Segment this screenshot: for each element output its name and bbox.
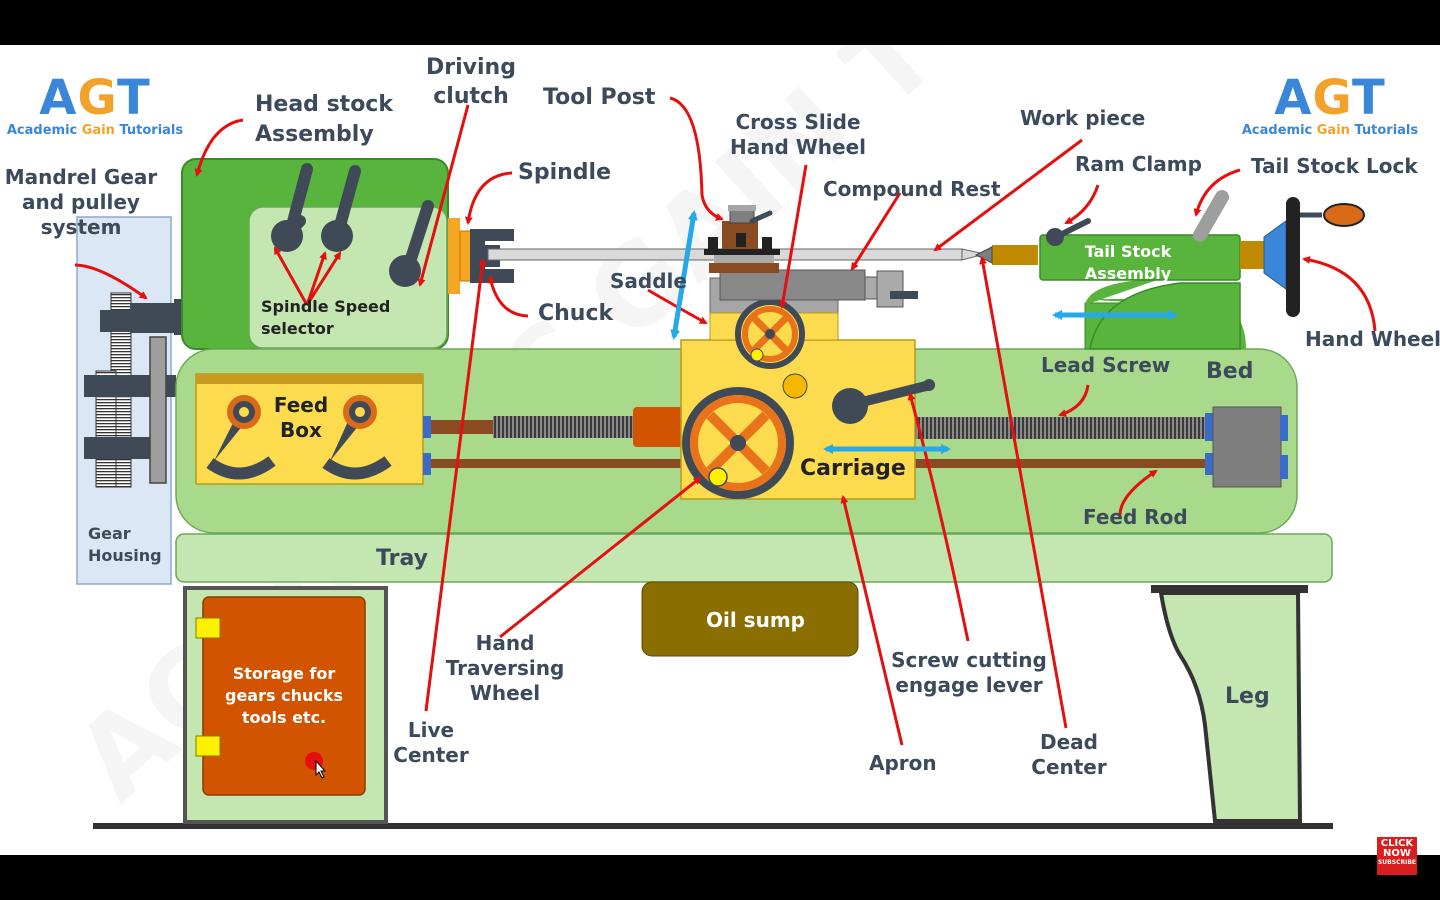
arrow-tool-post <box>669 96 724 221</box>
saddle-motion-arrow <box>670 210 698 340</box>
label-chuck: Chuck <box>538 301 614 326</box>
agt-logo-right: AGT Academic Gain Tutorials <box>1240 73 1420 138</box>
label-tool-post: Tool Post <box>543 85 656 110</box>
hinge-bottom <box>195 735 221 757</box>
spindle-nose <box>448 218 460 294</box>
oil-sump <box>641 581 859 657</box>
arrow-mandrel <box>74 263 148 300</box>
subscribe-line1: CLICK <box>1380 838 1414 849</box>
arrow-speed-3 <box>305 251 342 306</box>
agt-logo-text: AGT <box>39 70 151 126</box>
leg <box>1158 591 1303 823</box>
label-feed-rod: Feed Rod <box>1083 505 1188 529</box>
tool-post-assembly <box>704 205 780 273</box>
arrow-dead-center <box>979 256 1068 729</box>
feed-box-lever-2 <box>322 395 392 480</box>
agt-tagline: Academic Gain Tutorials <box>6 123 184 138</box>
arrow-speed-1 <box>273 246 309 306</box>
lead-screw-bracket <box>1212 406 1282 488</box>
agt-logo-left: AGT Academic Gain Tutorials <box>5 73 185 138</box>
arrow-chuck <box>487 275 529 318</box>
lathe-drawing: ACADEMIC GAIN TUTORIALS <box>52 45 1420 829</box>
hand-traversing-wheel <box>682 387 794 499</box>
feed-box-lever-1 <box>206 395 276 480</box>
label-work-piece: Work piece <box>1020 106 1146 130</box>
pulley <box>149 336 167 484</box>
label-saddle: Saddle <box>610 269 687 293</box>
hinge-top <box>195 617 221 639</box>
arrow-lead-screw <box>1058 384 1090 417</box>
label-carriage: Carriage <box>800 456 906 481</box>
subscribe-line2: NOW <box>1383 848 1411 859</box>
subscribe-badge[interactable]: CLICK NOW SUBSCRIBE <box>1377 837 1417 875</box>
label-spindle: Spindle <box>518 160 612 185</box>
arrow-hand-traversing <box>499 476 702 639</box>
arrow-hand-wheel <box>1302 256 1377 332</box>
label-oil-sump: Oil sump <box>706 608 805 632</box>
label-ram-clamp: Ram Clamp <box>1075 152 1202 176</box>
apron-knob <box>782 373 808 399</box>
arrow-ram-clamp <box>1064 184 1100 225</box>
tail-hand-wheel <box>1286 197 1300 317</box>
label-compound-rest: Compound Rest <box>823 177 1001 201</box>
arrow-head-stock <box>194 118 244 177</box>
arrow-apron <box>840 495 904 746</box>
screw-cutting-lever <box>832 379 935 424</box>
compound-rest <box>719 269 866 301</box>
arrow-work-piece <box>933 138 1083 252</box>
lead-screw-right <box>915 417 1205 439</box>
label-lead-screw: Lead Screw <box>1041 353 1171 377</box>
dead-center-quill <box>992 245 1038 265</box>
arrow-live-center <box>424 258 487 712</box>
label-hand-wheel: Hand Wheel <box>1305 327 1440 351</box>
subscribe-line3: SUBSCRIBE <box>1377 859 1416 866</box>
arrow-driving-clutch <box>417 104 470 287</box>
tailstock <box>974 190 1365 350</box>
label-apron: Apron <box>869 751 937 775</box>
arrow-screw-cutting <box>907 392 970 642</box>
label-tray: Tray <box>376 546 428 571</box>
agt-tagline: Academic Gain Tutorials <box>1241 123 1419 138</box>
label-bed: Bed <box>1206 359 1254 384</box>
label-leg: Leg <box>1225 684 1270 709</box>
tray <box>175 533 1333 583</box>
arrow-compound-rest <box>850 192 902 271</box>
arrow-spindle <box>464 171 513 225</box>
arrow-speed-2 <box>305 251 327 306</box>
agt-logo-text: AGT <box>1274 70 1386 126</box>
cross-slide-hand-wheel <box>735 299 805 369</box>
arrow-feed-rod <box>1118 469 1158 516</box>
label-tail-stock-lock: Tail Stock Lock <box>1251 154 1418 178</box>
arrow-cross-slide <box>779 164 808 309</box>
lathe-diagram: ACADEMIC GAIN TUTORIALS <box>0 45 1440 855</box>
arrow-tail-stock-lock <box>1193 168 1241 217</box>
floor-line <box>93 823 1333 829</box>
